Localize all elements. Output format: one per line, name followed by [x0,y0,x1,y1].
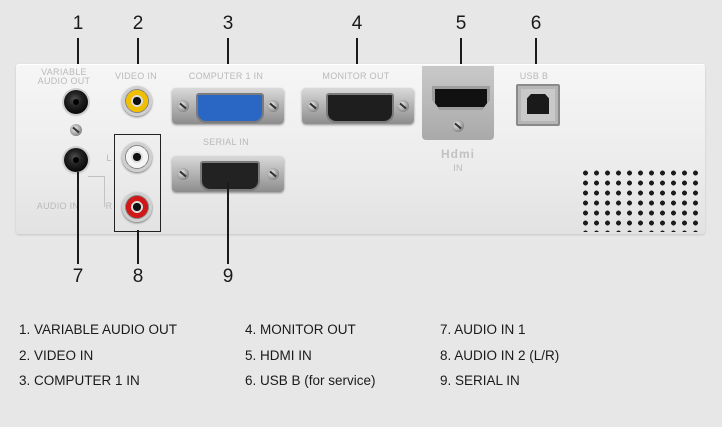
audio-in-bracket [88,176,105,207]
callout-5: 5 [455,13,467,34]
label-monitor-out: MONITOR OUT [322,71,390,81]
hdmi-screw [452,120,464,132]
callout-6: 6 [530,13,542,34]
callout-9: 9 [222,266,234,287]
leader-line-7 [77,172,79,264]
legend-item-3: 3. COMPUTER 1 IN [19,373,140,388]
leader-line-9 [227,182,229,264]
projector-rear-panel: VARIABLE AUDIO OUT VIDEO IN COMPUTER 1 I… [16,64,705,234]
legend-column-1: 1. VARIABLE AUDIO OUT 2. VIDEO IN 3. COM… [19,317,177,394]
label-hdmi-in: IN [453,163,463,173]
speaker-grille [580,168,698,232]
label-l: L [106,153,112,163]
monitor-connector-shell [326,93,394,123]
video-in-rca-jack [122,86,152,116]
callout-8: 8 [132,266,144,287]
hdmi-in-plate [422,66,494,140]
label-video-in: VIDEO IN [115,71,157,81]
legend-column-3: 7. AUDIO IN 1 8. AUDIO IN 2 (L/R) 9. SER… [440,317,559,394]
legend-item-8: 8. AUDIO IN 2 (L/R) [440,347,560,363]
audio-in-1-jack [64,148,88,172]
label-variable-audio-out: VARIABLE AUDIO OUT [37,67,91,86]
hdmi-in-port [432,86,490,110]
label-r: R [105,201,113,211]
label-usb-b: USB B [519,71,549,81]
monitor-screw-left [307,100,319,112]
legend-item-2: 2. VIDEO IN [19,347,94,363]
usb-b-port [516,84,560,126]
audio-in-2-right-rca-jack [122,192,152,222]
label-computer-1-in: COMPUTER 1 IN [188,71,264,81]
callout-3: 3 [222,13,234,34]
serial-screw-left [177,168,189,180]
audio-in-2-left-rca-jack [122,142,152,172]
callout-1: 1 [72,13,84,34]
label-hdmi-logo: Hdmi [441,147,475,161]
leader-line-8 [137,230,139,264]
legend-item-6: 6. USB B (for service) [245,373,376,388]
label-serial-in: SERIAL IN [203,137,249,147]
legend-item-4: 4. MONITOR OUT [245,322,356,337]
panel-screw [70,124,82,136]
callout-2: 2 [132,13,144,34]
callout-7: 7 [72,266,84,287]
legend-column-2: 4. MONITOR OUT 5. HDMI IN 6. USB B (for … [245,317,376,394]
legend-item-9: 9. SERIAL IN [440,373,520,388]
legend-item-5: 5. HDMI IN [245,347,312,363]
label-audio-in: AUDIO IN [36,201,80,211]
serial-screw-right [267,168,279,180]
monitor-out-vga-port [302,88,414,124]
computer-1-in-vga-port [172,88,284,124]
vga-screw-left [177,100,189,112]
callout-4: 4 [351,13,363,34]
legend-item-1: 1. VARIABLE AUDIO OUT [19,322,178,337]
vga-screw-right [267,100,279,112]
vga-connector-shell [196,93,264,123]
variable-audio-out-jack [64,90,88,114]
legend-item-7: 7. AUDIO IN 1 [440,322,526,337]
serial-connector-shell [200,161,260,191]
monitor-screw-right [397,100,409,112]
